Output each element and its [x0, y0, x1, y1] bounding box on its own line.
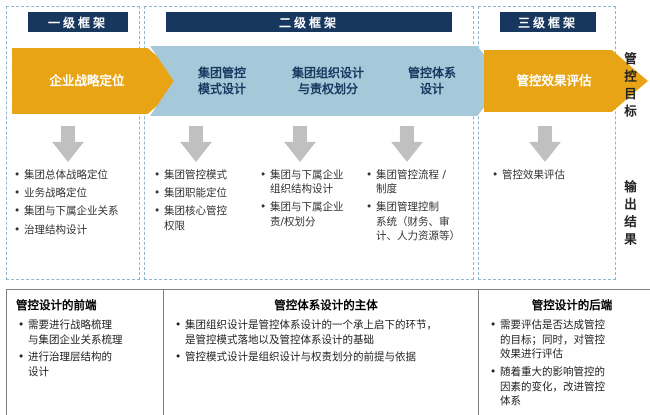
- chevron-label: 集团组织设计 与责权划分: [291, 65, 364, 96]
- level1-section-border: [6, 6, 140, 280]
- list-item: 业务战略定位: [12, 186, 142, 200]
- side-label-output-result: 输出结果: [622, 180, 637, 250]
- chevron-effect-evaluation: 管控效果评估: [484, 50, 648, 112]
- list-item: 集团与下属企业关系: [12, 204, 142, 218]
- list-item: 需要评估是否达成管控 的目标；同时，对管控 效果进行评估: [488, 318, 650, 362]
- chevron-strategy-positioning: 企业战略定位: [12, 48, 186, 114]
- level3-section-border: [478, 6, 616, 280]
- note-box-main-body: 管控体系设计的主体 集团组织设计是管控体系设计的一个承上启下的环节， 是管控模式…: [163, 289, 489, 415]
- list-item: 集团管控流程 / 制度: [364, 168, 470, 196]
- note-box-list: 需要进行战略梳理 与集团企业关系梳理 进行治理层结构的 设计: [16, 318, 166, 380]
- list-item: 集团职能定位: [152, 186, 256, 200]
- list-item: 集团组织设计是管控体系设计的一个承上启下的环节， 是管控模式落地以及管控体系设计…: [173, 318, 479, 347]
- list-org-design-outputs: 集团与下属企业 组织结构设计 集团与下属企业 责/权划分: [258, 168, 366, 233]
- list-strategy-outputs: 集团总体战略定位 业务战略定位 集团与下属企业关系 治理结构设计: [12, 168, 142, 241]
- list-item: 集团与下属企业 组织结构设计: [258, 168, 366, 196]
- list-item: 集团核心管控 权限: [152, 204, 256, 232]
- list-evaluation-outputs: 管控效果评估: [490, 168, 608, 186]
- header-level2: 二级框架: [166, 12, 452, 32]
- list-item: 集团管控模式: [152, 168, 256, 182]
- chevron-label: 管控效果评估: [516, 72, 592, 88]
- chevron-label: 管控体系 设计: [407, 65, 456, 96]
- header-level3: 三级框架: [500, 12, 596, 32]
- list-item: 集团总体战略定位: [12, 168, 142, 182]
- list-control-model-outputs: 集团管控模式 集团职能定位 集团核心管控 权限: [152, 168, 256, 237]
- list-control-system-outputs: 集团管控流程 / 制度 集团管理控制 系统（财务、审 计、人力资源等）: [364, 168, 470, 247]
- list-item: 集团与下属企业 责/权划分: [258, 200, 366, 228]
- chevron-label: 集团管控 模式设计: [197, 65, 246, 96]
- list-item: 管控效果评估: [490, 168, 608, 182]
- list-item: 需要进行战略梳理 与集团企业关系梳理: [16, 318, 166, 347]
- note-box-title: 管控设计的前端: [16, 298, 97, 312]
- note-box-list: 集团组织设计是管控体系设计的一个承上启下的环节， 是管控模式落地以及管控体系设计…: [173, 318, 479, 365]
- list-item: 进行治理层结构的 设计: [16, 350, 166, 379]
- list-item: 集团管理控制 系统（财务、审 计、人力资源等）: [364, 200, 470, 243]
- list-item: 管控模式设计是组织设计与权责划分的前提与依据: [173, 350, 479, 365]
- note-box-title: 管控设计的后端: [531, 298, 613, 312]
- list-item: 治理结构设计: [12, 223, 142, 237]
- note-box-list: 需要评估是否达成管控 的目标；同时，对管控 效果进行评估 随着重大的影响管控的 …: [488, 318, 650, 409]
- note-box-back-end: 管控设计的后端 需要评估是否达成管控 的目标；同时，对管控 效果进行评估 随着重…: [478, 289, 650, 415]
- level2-section-border: [144, 6, 474, 280]
- note-box-front-end: 管控设计的前端 需要进行战略梳理 与集团企业关系梳理 进行治理层结构的 设计: [6, 289, 176, 415]
- chevron-label: 企业战略定位: [49, 72, 125, 88]
- header-level1: 一级框架: [28, 12, 128, 32]
- note-box-title: 管控体系设计的主体: [274, 298, 378, 312]
- chevron-control-system-design: 管控体系 设计: [362, 46, 506, 116]
- side-label-control-goal: 管控目标: [622, 52, 637, 122]
- list-item: 随着重大的影响管控的 因素的变化，改进管控 体系: [488, 365, 650, 409]
